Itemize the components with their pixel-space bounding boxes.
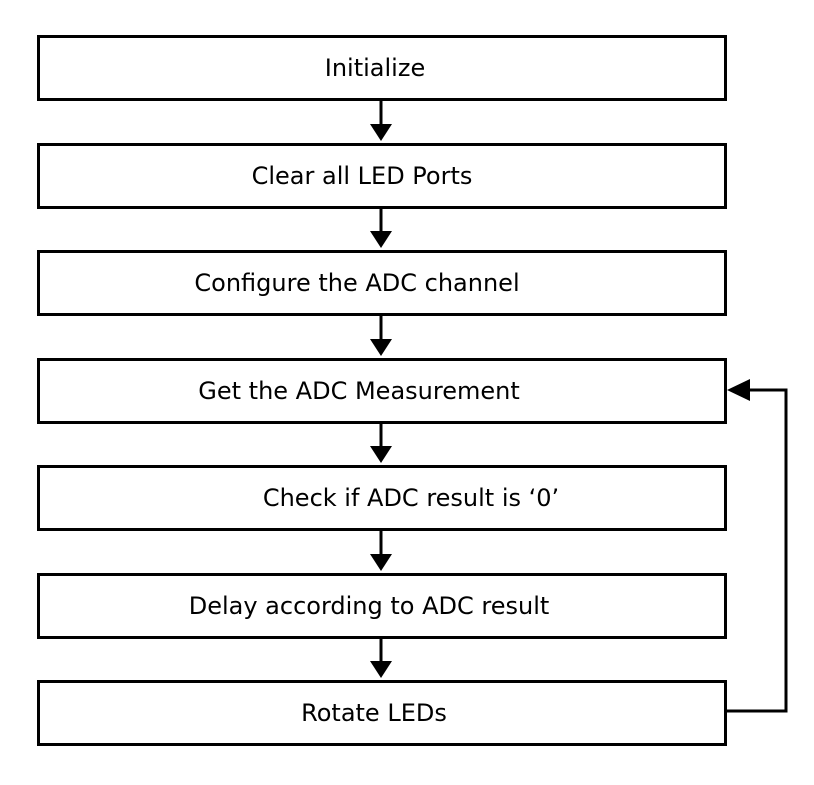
- step-check-adc-zero: Check if ADC result is ‘0’: [37, 465, 727, 531]
- arrowhead-icon: [370, 124, 392, 141]
- arrowhead-icon: [370, 554, 392, 571]
- step-label: Get the ADC Measurement: [198, 377, 520, 405]
- step-configure-adc: Configure the ADC channel: [37, 250, 727, 316]
- arrowhead-icon: [370, 231, 392, 248]
- step-label: Check if ADC result is ‘0’: [262, 484, 560, 512]
- arrowhead-icon: [370, 446, 392, 463]
- step-initialize: Initialize: [37, 35, 727, 101]
- loop-arrowhead-icon: [727, 379, 750, 401]
- step-label: Delay according to ADC result: [188, 592, 550, 620]
- arrowhead-icon: [370, 339, 392, 356]
- arrowhead-icon: [370, 661, 392, 678]
- step-label: Rotate LEDs: [301, 699, 447, 727]
- step-rotate-leds: Rotate LEDs: [37, 680, 727, 746]
- step-delay-by-adc: Delay according to ADC result: [37, 573, 727, 639]
- step-clear-led-ports: Clear all LED Ports: [37, 143, 727, 209]
- loop-back-line: [724, 388, 788, 713]
- step-label: Initialize: [324, 54, 426, 82]
- step-label: Clear all LED Ports: [251, 162, 473, 190]
- step-label: Configure the ADC channel: [194, 269, 520, 297]
- step-get-adc-measurement: Get the ADC Measurement: [37, 358, 727, 424]
